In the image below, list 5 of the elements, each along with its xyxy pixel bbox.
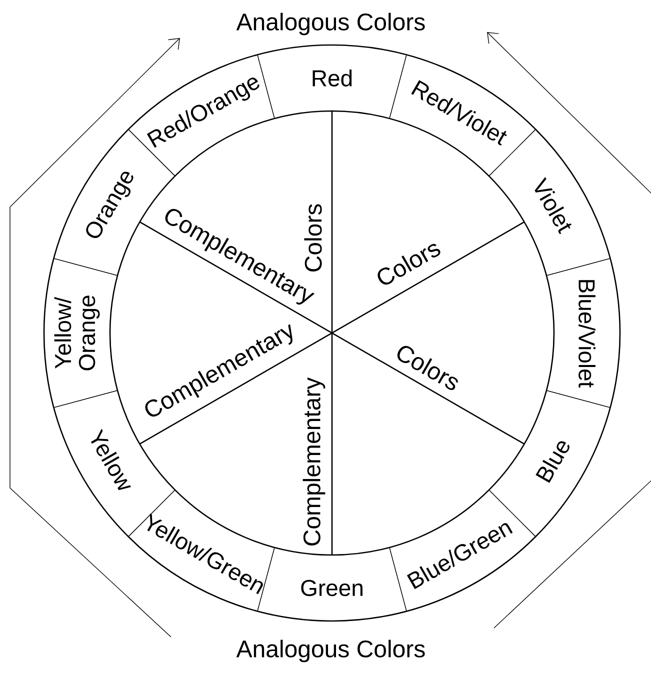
ring-segment: Blue/Violet xyxy=(546,258,620,408)
label: Analogous Colors xyxy=(236,640,425,662)
ring-segment: Yellow/ Orange xyxy=(44,258,118,408)
label: Complementary xyxy=(302,377,326,546)
label: Analogous Colors xyxy=(236,12,425,36)
